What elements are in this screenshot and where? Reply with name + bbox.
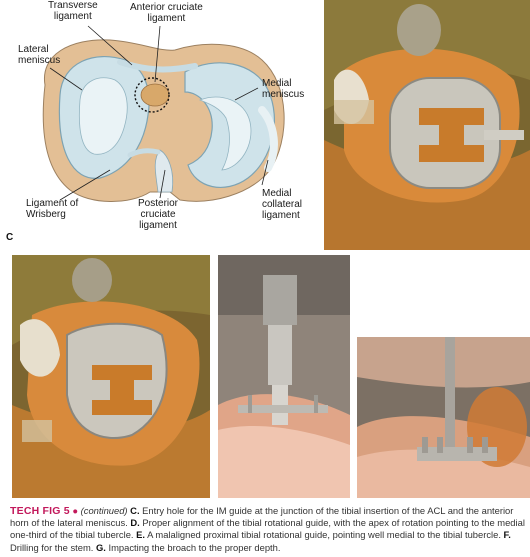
label-anterior-cruciate: Anterior cruciate ligament bbox=[130, 2, 203, 24]
caption-part-label: C. bbox=[130, 505, 140, 516]
caption-bullet: ● bbox=[72, 505, 79, 516]
caption-part-text: Impacting the broach to the proper depth… bbox=[108, 541, 281, 553]
caption-part-text: Entry hole for the IM guide at the junct… bbox=[10, 505, 514, 529]
label-lateral-meniscus: Lateral meniscus bbox=[18, 44, 61, 66]
photo-panel-d: D bbox=[324, 0, 530, 250]
rotational-guide-photo-d bbox=[324, 0, 530, 250]
diagram-panel-c: Transverse ligament Anterior cruciate li… bbox=[0, 0, 318, 250]
label-posterior-cruciate: Posterior cruciate ligament bbox=[138, 198, 179, 231]
tibial-plateau-diagram bbox=[42, 25, 285, 202]
label-ligament-wrisberg: Ligament of Wrisberg bbox=[26, 198, 79, 220]
label-transverse-ligament: Transverse ligament bbox=[48, 0, 98, 22]
panel-label-c: C bbox=[6, 232, 14, 243]
caption-part-text: Drilling for the stem. bbox=[10, 541, 94, 553]
photo-panel-e: E bbox=[12, 255, 210, 498]
label-medial-meniscus: Medial meniscus bbox=[262, 78, 305, 100]
label-medial-collateral: Medial collateral ligament bbox=[262, 188, 303, 221]
caption-continued: (continued) bbox=[80, 505, 128, 516]
caption-part-text: Proper alignment of the tibial rotationa… bbox=[10, 517, 525, 541]
photo-panel-g: G bbox=[357, 337, 530, 498]
caption-figure-id: TECH FIG 5 bbox=[10, 505, 70, 517]
caption-part-label: D. bbox=[130, 517, 140, 529]
photo-panel-f: F bbox=[218, 255, 350, 498]
figure-caption: TECH FIG 5 ● (continued) C. Entry hole f… bbox=[10, 505, 525, 554]
caption-part-label: F. bbox=[503, 529, 511, 541]
caption-part-label: G. bbox=[95, 541, 106, 553]
drilling-photo-f bbox=[218, 255, 350, 498]
caption-part-text: A malaligned proximal tibial rotational … bbox=[147, 529, 501, 541]
broach-photo-g bbox=[357, 337, 530, 498]
malaligned-guide-photo-e bbox=[12, 255, 210, 498]
caption-part-label: E. bbox=[136, 529, 145, 541]
